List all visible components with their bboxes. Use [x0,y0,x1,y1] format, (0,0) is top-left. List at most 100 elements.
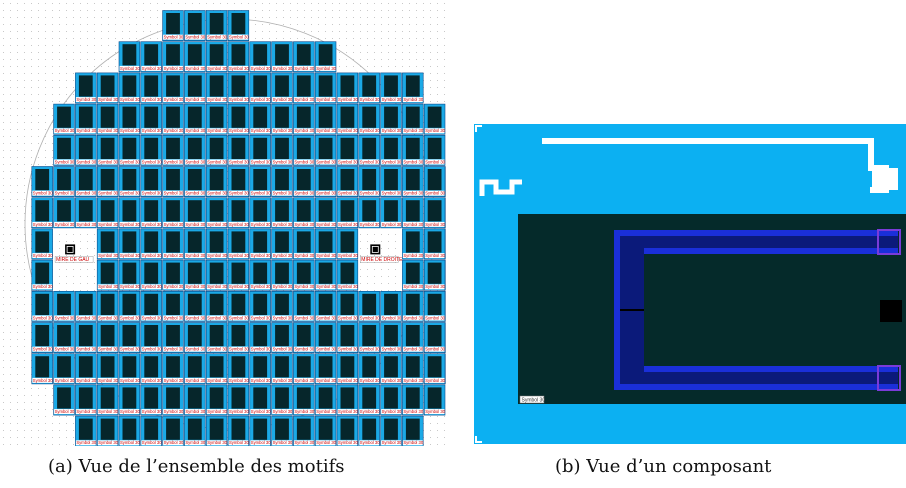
die-label-box [402,190,423,196]
die-label-box [206,377,227,383]
die-active-area [78,293,93,315]
die-label-box [272,284,292,290]
die-label-box [163,284,183,290]
die-label-box [381,346,401,352]
die-label-box [119,315,140,321]
die-active-area [405,325,420,347]
die-active-area [166,387,180,409]
die-active-area [384,356,398,378]
die-label-box [337,440,358,446]
die-active-area [384,325,398,347]
die-active-area [253,356,268,378]
die-label: Symbol 30 [273,66,293,71]
die-active-area [384,137,398,159]
die-label-box [97,97,118,103]
die-active-area [253,325,268,347]
die-label-box [250,190,271,196]
die-active-area [275,293,289,315]
die-active-area [78,418,93,440]
die-label-box [359,97,380,103]
die-label: Symbol 30 [338,222,358,227]
die-label: Symbol 30 [338,191,358,196]
die-label: Symbol 30 [207,284,227,289]
die-label-box [163,440,183,446]
die-label: Symbol 30 [425,315,445,320]
die-label: Symbol 30 [251,253,271,258]
die-label-box [184,65,205,71]
die-label: Symbol 30 [316,440,336,445]
die-label: Symbol 30 [338,347,358,352]
die-active-area [253,169,268,191]
die-label-box [337,97,358,103]
die-active-area [340,325,355,347]
die-label: Symbol 30 [251,159,271,164]
die-label: Symbol 30 [76,159,96,164]
die-active-area [100,231,115,253]
die-label-box [359,377,380,383]
die-label-box [359,190,380,196]
die-label-box [75,97,96,103]
contact-pad [880,300,902,322]
die-label: Symbol 30 [360,378,380,383]
die-label-box [337,159,358,165]
die-active-area [275,106,289,128]
die-label-box [250,253,271,259]
die-label-box [250,284,271,290]
die-label: Symbol 30 [382,409,402,414]
die-active-area [384,106,398,128]
die-active-area [384,169,398,191]
die-label-box [272,221,292,227]
die-label-box [75,440,96,446]
die-label-box [359,159,380,165]
die-active-area [57,137,71,159]
die-active-area [100,75,115,97]
die-active-area [35,200,50,222]
die-label: Symbol 30 [207,159,227,164]
die-label: Symbol 30 [33,191,53,196]
die-active-area [296,325,311,347]
die-label: Symbol 30 [403,222,423,227]
die-label-box [163,65,183,71]
die-active-area [231,418,246,440]
die-label-box [315,65,336,71]
die-active-area [144,325,159,347]
die-active-area [144,356,159,378]
die-label: Symbol 30 [76,97,96,102]
die-active-area [253,418,268,440]
die-label: Symbol 30 [98,315,118,320]
die-label: Symbol 30 [33,253,53,258]
die-label: Symbol 30 [273,97,293,102]
die-active-area [166,231,180,253]
die-label: Symbol 30 [120,159,140,164]
die-label: Symbol 30 [338,409,358,414]
die-active-area [187,75,202,97]
die-label: Symbol 30 [55,159,75,164]
die-label-box [54,315,74,321]
die-label-box [163,128,183,134]
die-active-area [340,293,355,315]
die-active-area [122,262,137,284]
die-active-area [209,262,224,284]
die-active-area [166,293,180,315]
die-label: Symbol 30 [273,347,293,352]
die-label-box [272,128,292,134]
die-label-box [272,253,292,259]
die-label-box [184,377,205,383]
die-label: Symbol 30 [229,284,249,289]
die-label: Symbol 30 [142,97,162,102]
die-label: Symbol 30 [338,159,358,164]
die-label: Symbol 30 [164,35,184,40]
die-active-area [209,418,224,440]
die-label: Symbol 30 [294,253,314,258]
die-active-area [122,137,137,159]
die-label-box [97,377,118,383]
die-label-box [381,190,401,196]
die-label-box [54,377,74,383]
die-label: Symbol 30 [360,128,380,133]
die-label: Symbol 30 [207,378,227,383]
die-label-box [119,377,140,383]
die-label: Symbol 30 [425,347,445,352]
die-label-box [141,97,162,103]
die-active-area [362,75,377,97]
die-active-area [187,262,202,284]
